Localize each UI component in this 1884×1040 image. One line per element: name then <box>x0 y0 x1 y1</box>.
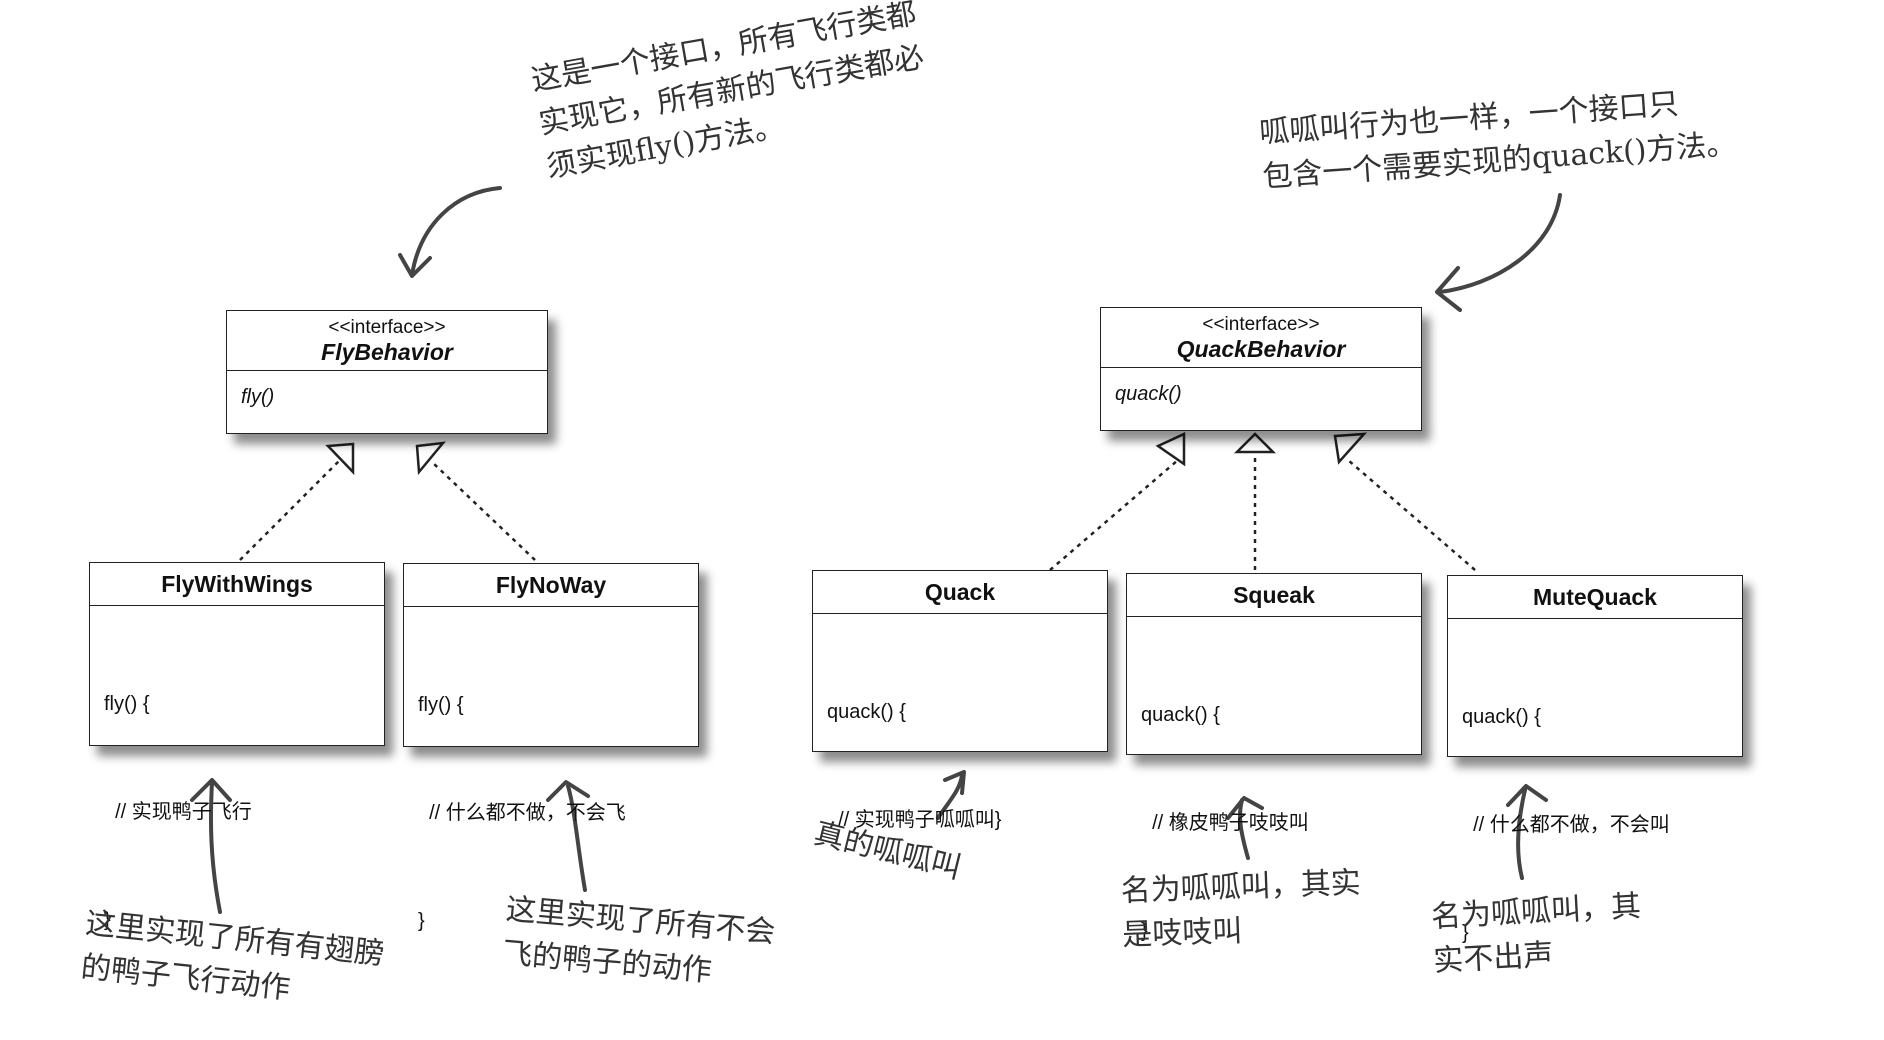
note-line: 是吱吱叫 <box>1121 913 1243 953</box>
quack-class-name: Quack <box>813 571 1107 614</box>
mute-quack-note: 名为呱呱叫，其 实不出声 <box>1430 885 1644 984</box>
mute-quack-note-arrow <box>1516 788 1527 880</box>
code-line: fly() { <box>104 693 150 715</box>
fly-interface-note-arrowhead <box>398 253 432 278</box>
fly-no-way-triangle-head <box>415 441 446 476</box>
quack-behavior-name: QuackBehavior <box>1176 336 1346 362</box>
fly-with-wings-note-arrowhead <box>190 778 232 802</box>
mute-quack-note-arrowhead <box>1506 784 1548 807</box>
squeak-class-name: Squeak <box>1127 574 1421 617</box>
quack-note-arrow <box>936 773 964 820</box>
code-line: // 实现鸭子飞行 <box>104 801 252 823</box>
quack-triangle-head <box>1155 432 1186 467</box>
quack-behavior-header: <<interface>> QuackBehavior <box>1101 308 1421 368</box>
code-line: // 什么都不做，不会飞 <box>418 802 626 824</box>
fly-with-wings-body: fly() { // 实现鸭子飞行 } <box>90 606 384 1018</box>
fly-no-way-note-arrowhead <box>546 780 590 802</box>
fly-no-way-class-box: FlyNoWay fly() { // 什么都不做，不会飞 } <box>403 563 699 932</box>
fly-behavior-method: fly() <box>241 386 275 408</box>
code-line: quack() { <box>827 701 906 723</box>
mute-quack-realization-line <box>1347 459 1476 571</box>
mute-quack-triangle-head <box>1333 432 1367 465</box>
quack-behavior-interface-box: <<interface>> QuackBehavior quack() <box>1100 307 1422 431</box>
fly-with-wings-note-arrow <box>208 780 222 914</box>
squeak-note: 名为呱呱叫，其实 是吱吱叫 <box>1120 862 1363 958</box>
fly-behavior-name: FlyBehavior <box>321 339 453 365</box>
mute-quack-class-box: MuteQuack quack() { // 什么都不做，不会叫 } <box>1447 575 1743 944</box>
note-line: 名为呱呱叫，其实 <box>1120 865 1362 909</box>
fly-with-wings-name: FlyWithWings <box>90 563 384 606</box>
fly-behavior-header: <<interface>> FlyBehavior <box>227 311 547 371</box>
fly-no-way-note-arrow <box>566 784 587 892</box>
fly-no-way-body: fly() { // 什么都不做，不会飞 } <box>404 607 698 1019</box>
quack-interface-note-arrowhead <box>1435 266 1462 312</box>
squeak-note-arrowhead <box>1226 796 1264 820</box>
mute-quack-class-name: MuteQuack <box>1448 576 1742 619</box>
quack-class-body: quack() { // 实现鸭子呱呱叫} <box>813 614 1107 918</box>
squeak-triangle-head <box>1233 432 1277 454</box>
code-line: } <box>104 909 111 931</box>
quack-realization-line <box>1049 459 1179 571</box>
code-line: fly() { <box>418 694 464 716</box>
quack-class-box: Quack quack() { // 实现鸭子呱呱叫} <box>812 570 1108 831</box>
fly-no-way-name: FlyNoWay <box>404 564 698 607</box>
quack-interface-note-arrow <box>1438 193 1562 294</box>
quack-behavior-stereotype: <<interface>> <box>1202 314 1320 335</box>
code-line: quack() { <box>1141 704 1220 726</box>
code-line: } <box>1462 922 1469 944</box>
fly-with-wings-realization-line <box>239 459 341 561</box>
fly-no-way-realization-line <box>431 461 536 561</box>
code-line: } <box>1141 920 1148 942</box>
mute-quack-class-body: quack() { // 什么都不做，不会叫 } <box>1448 619 1742 1031</box>
code-line: } <box>418 910 425 932</box>
quack-behavior-method: quack() <box>1115 383 1182 405</box>
fly-with-wings-class-box: FlyWithWings fly() { // 实现鸭子飞行 } <box>89 562 385 931</box>
fly-behavior-stereotype: <<interface>> <box>328 317 446 338</box>
fly-behavior-interface-box: <<interface>> FlyBehavior fly() <box>226 310 548 434</box>
code-line: // 橡皮鸭子吱吱叫 <box>1141 812 1309 834</box>
fly-with-wings-triangle-head <box>325 442 355 476</box>
code-line: quack() { <box>1462 706 1541 728</box>
squeak-class-box: Squeak quack() { // 橡皮鸭子吱吱叫 } <box>1126 573 1422 942</box>
squeak-class-body: quack() { // 橡皮鸭子吱吱叫 } <box>1127 617 1421 1029</box>
quack-note-arrowhead <box>943 770 966 795</box>
code-line: // 什么都不做，不会叫 <box>1462 814 1670 836</box>
code-line: // 实现鸭子呱呱叫} <box>827 809 1002 831</box>
fly-interface-note-arrow <box>410 186 502 277</box>
